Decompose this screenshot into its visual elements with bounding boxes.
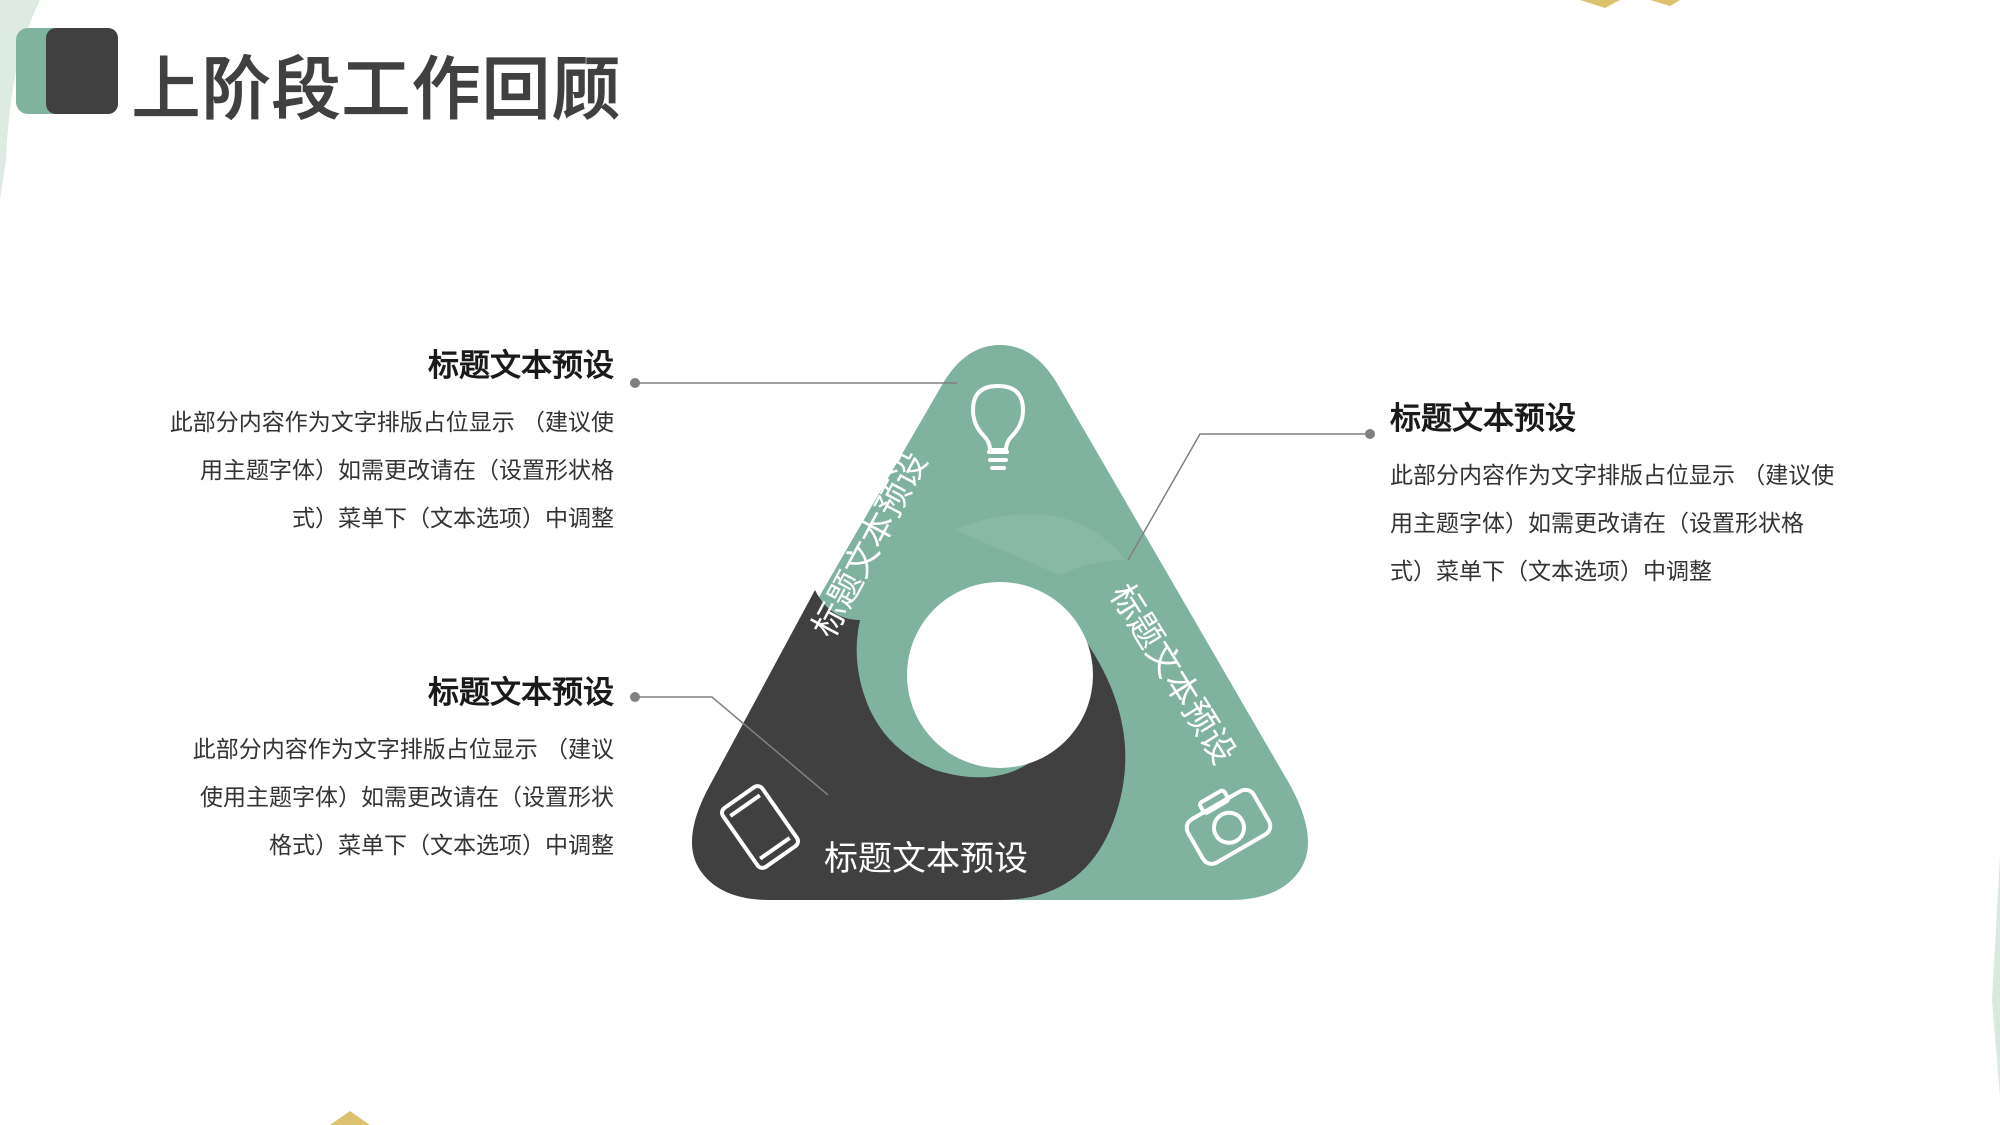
decorative-leaves-bottom-left — [330, 1111, 370, 1125]
callout-title: 标题文本预设 — [428, 675, 614, 711]
callout-title: 标题文本预设 — [428, 348, 614, 384]
callout-body: 此部分内容作为文字排版占位显示 （建议 使用主题字体）如需更改请在（设置形状 格… — [94, 726, 614, 870]
triangle-dark-segment — [692, 590, 1126, 900]
lightbulb-icon — [971, 384, 1025, 470]
callout-line: 使用主题字体）如需更改请在（设置形状 — [200, 785, 614, 811]
center-hole — [907, 582, 1093, 768]
connector-dot-bottom-left — [630, 692, 640, 702]
connector-lines — [635, 382, 1370, 796]
decorative-leaves-top-left — [0, 0, 40, 200]
segment-label-bottom: 标题文本预设 — [824, 839, 1028, 879]
tablet-icon — [720, 784, 800, 870]
connector-dot-right — [1365, 429, 1375, 439]
header-dark-block — [46, 28, 118, 114]
camera-icon — [1184, 787, 1273, 866]
connector-dot-top-left — [630, 378, 640, 388]
callout-line: 用主题字体）如需更改请在（设置形状格 — [200, 458, 614, 484]
callout-bottom-left: 标题文本预设 此部分内容作为文字排版占位显示 （建议 使用主题字体）如需更改请在… — [94, 667, 614, 870]
callout-title: 标题文本预设 — [1390, 401, 1576, 437]
decorative-leaves-right — [1992, 856, 2000, 1096]
callout-line: 此部分内容作为文字排版占位显示 （建议使 — [1390, 463, 1835, 489]
callout-line: 式）菜单下（文本选项）中调整 — [1390, 559, 1712, 585]
callout-line: 用主题字体）如需更改请在（设置形状格 — [1390, 511, 1804, 537]
callout-line: 此部分内容作为文字排版占位显示 （建议 — [192, 737, 614, 763]
callout-line: 格式）菜单下（文本选项）中调整 — [269, 833, 614, 859]
decorative-leaves-top-right — [1580, 0, 1680, 8]
callout-body: 此部分内容作为文字排版占位显示 （建议使 用主题字体）如需更改请在（设置形状格 … — [1390, 452, 1910, 596]
callout-body: 此部分内容作为文字排版占位显示 （建议使 用主题字体）如需更改请在（设置形状格 … — [94, 399, 614, 543]
callout-line: 此部分内容作为文字排版占位显示 （建议使 — [169, 410, 614, 436]
callout-right: 标题文本预设 此部分内容作为文字排版占位显示 （建议使 用主题字体）如需更改请在… — [1390, 393, 1910, 596]
callout-top-left: 标题文本预设 此部分内容作为文字排版占位显示 （建议使 用主题字体）如需更改请在… — [94, 340, 614, 543]
page-title: 上阶段工作回顾 — [132, 51, 623, 130]
swirl-inner-band — [955, 514, 1125, 575]
callout-line: 式）菜单下（文本选项）中调整 — [292, 506, 614, 532]
